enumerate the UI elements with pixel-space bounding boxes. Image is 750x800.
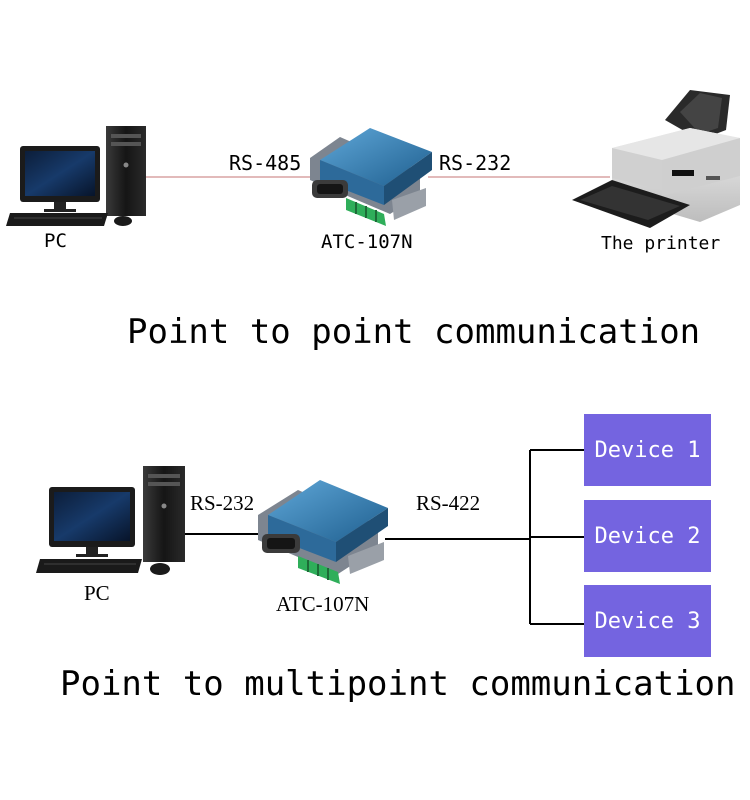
top-left-protocol-label: RS-485: [229, 151, 302, 175]
device-box-2: Device 2: [584, 500, 711, 572]
converter-icon: [310, 128, 432, 226]
printer-icon: [572, 90, 740, 228]
bottom-pc-label: PC: [84, 581, 110, 605]
pc-icon: [36, 466, 185, 575]
top-caption: Point to point communication: [127, 312, 701, 352]
converter-icon: [258, 480, 388, 584]
bottom-caption: Point to multipoint communication: [60, 664, 736, 704]
bottom-converter-label: ATC-107N: [276, 592, 370, 616]
bottom-right-protocol-label: RS-422: [416, 491, 481, 515]
top-right-protocol-label: RS-232: [439, 151, 512, 175]
device-box-3: Device 3: [584, 585, 711, 657]
bottom-left-protocol-label: RS-232: [190, 491, 255, 515]
top-pc-label: PC: [44, 230, 67, 252]
printer-label: The printer: [601, 233, 721, 254]
device-box-1: Device 1: [584, 414, 711, 486]
top-converter-label: ATC-107N: [321, 231, 413, 253]
pc-icon: [6, 126, 146, 226]
